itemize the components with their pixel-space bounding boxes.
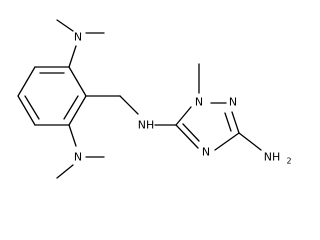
triazole-ring xyxy=(175,102,240,151)
bond-n-top-methyl-left xyxy=(56,19,74,32)
bond-ring-n-top xyxy=(68,45,77,68)
benzene-ring xyxy=(17,66,87,126)
atom-nh-linker: NH xyxy=(138,119,155,132)
molecule-diagram: N N NH N N N NH 2 xyxy=(17,19,292,179)
atom-n-top: N xyxy=(74,31,82,44)
triazole-bond-n4-c5 xyxy=(175,124,199,149)
atom-n2-triazole: N xyxy=(229,96,237,109)
ring-bond-c5-c6 xyxy=(17,66,36,97)
ring-bond-c2-c3 xyxy=(68,95,87,126)
molecule-structure-canvas: N N NH N N N NH 2 xyxy=(17,19,292,179)
bond-ring-n-bottom xyxy=(68,124,77,147)
nh2-group: NH 2 xyxy=(264,151,292,166)
triazole-double-bond-n2-c3 xyxy=(224,112,232,132)
triazole-double-bond-n4-c5 xyxy=(182,123,200,142)
ring-double-bond-inner-left xyxy=(24,95,40,120)
nh2-subscript: 2 xyxy=(286,157,291,166)
ring-bond-c4-c5 xyxy=(17,95,36,126)
ring-bond-c1-c2 xyxy=(68,66,87,97)
triazole-bond-c3-n4 xyxy=(214,132,240,151)
atom-n-bottom: N xyxy=(74,151,82,164)
bond-n-bottom-methyl-left xyxy=(56,164,74,179)
atom-nh2: NH xyxy=(264,151,281,164)
dimethylamino-top: N xyxy=(56,19,105,68)
triazole-bond-c5-n1 xyxy=(175,106,192,126)
bond-ch2-nh xyxy=(119,95,139,115)
dimethylamino-bottom: N xyxy=(56,124,105,179)
ring-double-bond-inner-right xyxy=(63,95,79,120)
methylene-linker xyxy=(85,95,139,115)
triazole-bond-n2-c3 xyxy=(231,111,240,134)
bond-c3-nh2 xyxy=(238,132,262,151)
atom-n4-triazole: N xyxy=(202,146,210,159)
atom-n1-triazole: N xyxy=(195,96,203,109)
